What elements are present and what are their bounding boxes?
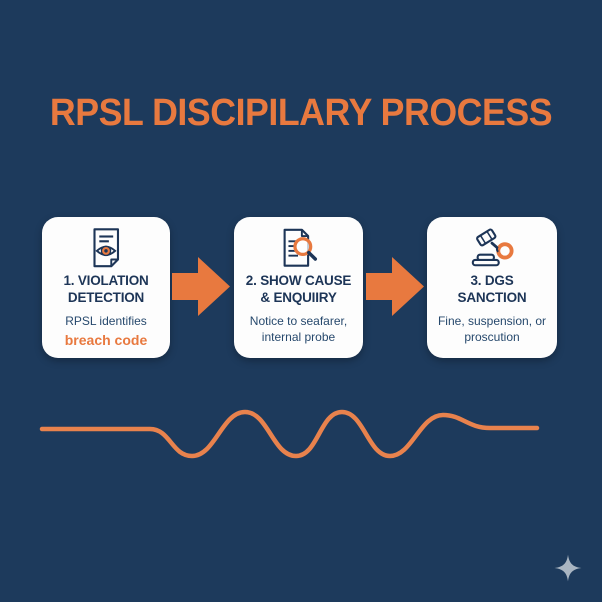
document-magnifier-icon [275, 224, 323, 271]
step-card-show-cause-enquiry: 2. SHOW CAUSE & ENQUIIRY Notice to seafa… [234, 217, 363, 358]
step-heading: 1. VIOLATION DETECTION [63, 273, 149, 306]
sparkle-icon [554, 554, 582, 582]
wavy-line-decoration [39, 409, 540, 459]
page-title: RPSL DISCIPILARY PROCESS [49, 92, 553, 134]
step-card-dgs-sanction: 3. DGS SANCTION Fine, suspension, or pro… [427, 217, 557, 358]
arrow-right-icon [172, 257, 230, 316]
breach-code-highlight: breach code [64, 331, 148, 348]
step-description: RPSL identifies breach code [64, 313, 148, 348]
document-eye-icon [83, 224, 129, 271]
step-description: Fine, suspension, or proscution [437, 313, 547, 344]
step-description: Notice to seafarer, internal probe [249, 313, 348, 344]
step-heading: 3. DGS SANCTION [457, 273, 527, 306]
gavel-handcuff-icon [466, 224, 518, 271]
arrow-right-icon [366, 257, 424, 316]
step-heading: 2. SHOW CAUSE & ENQUIIRY [245, 273, 352, 306]
step-card-violation-detection: 1. VIOLATION DETECTION RPSL identifies b… [42, 217, 170, 358]
